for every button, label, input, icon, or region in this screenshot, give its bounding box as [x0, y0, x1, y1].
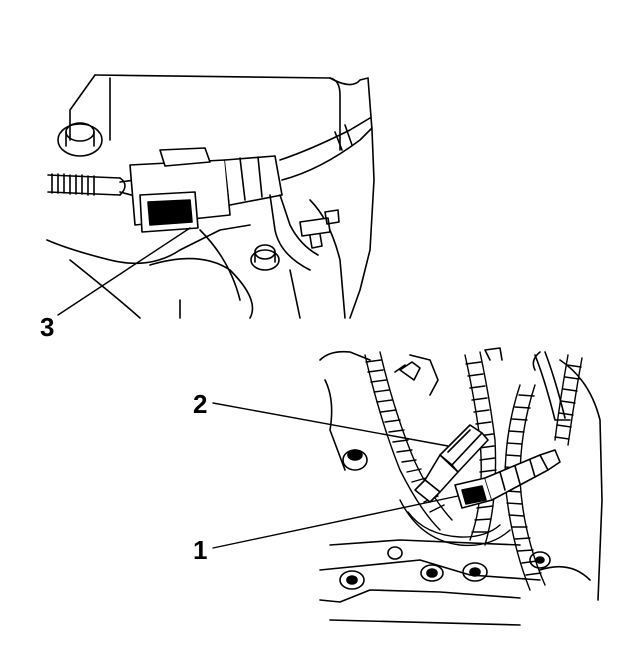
- electrical-connector: [129, 147, 283, 233]
- bottom-detail-view: [212, 347, 603, 626]
- bolt-icon: [57, 122, 103, 157]
- callout-3: 3: [40, 312, 54, 342]
- corrugated-conduit-left: [47, 173, 126, 196]
- bracket-bolts: [339, 546, 551, 590]
- connector-1: [454, 449, 561, 509]
- corrugated-conduit-d: [554, 354, 583, 446]
- top-detail-view: [46, 74, 375, 319]
- callout-1: 1: [193, 535, 207, 565]
- corrugated-conduit-b: [464, 351, 497, 546]
- wire-bundles: [394, 347, 571, 421]
- corrugated-conduit-a: [364, 351, 453, 531]
- leader-line-2: [212, 402, 449, 447]
- leader-line-3: [57, 227, 191, 316]
- sensor-fitting: [299, 209, 340, 249]
- leader-line-1: [212, 495, 459, 549]
- bolt-icon-lower: [342, 449, 368, 471]
- harness-loop: [399, 499, 511, 547]
- callout-2: 2: [193, 389, 207, 419]
- harness-right: [269, 117, 373, 271]
- connector-2: [414, 424, 489, 503]
- stud-nut-icon: [250, 244, 280, 271]
